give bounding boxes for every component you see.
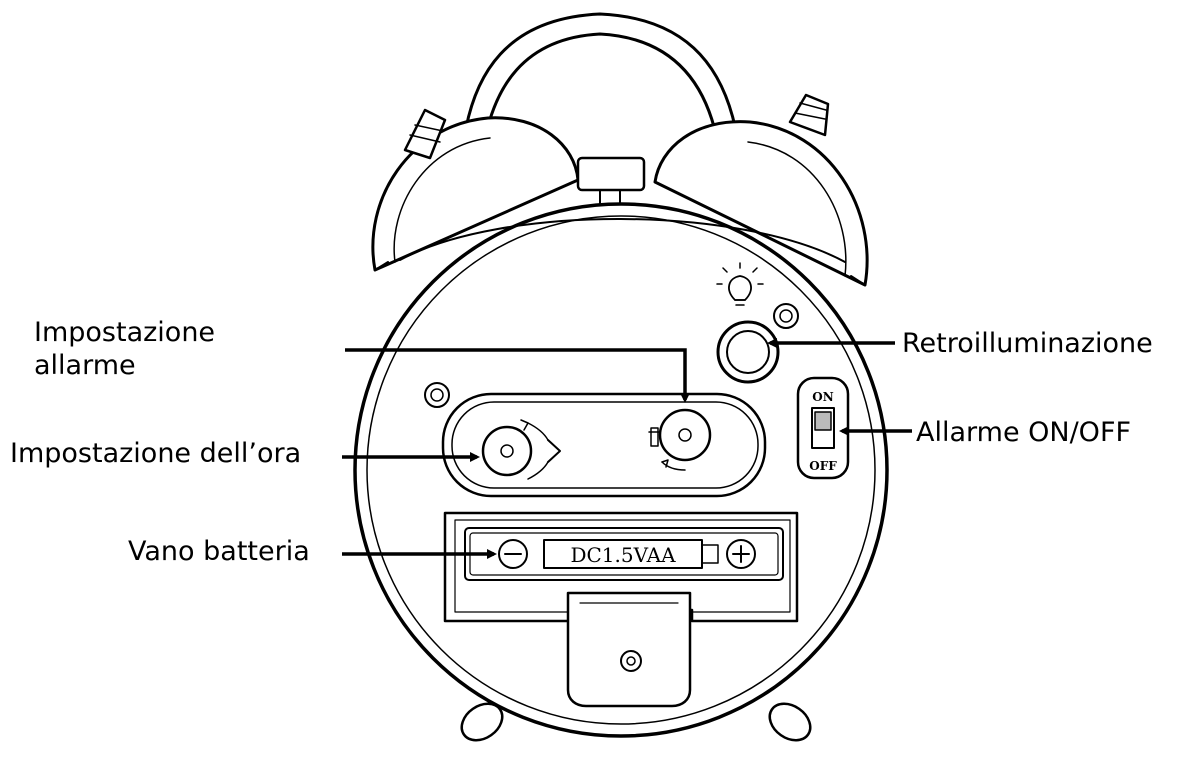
screw-right <box>773 303 799 329</box>
right-bell <box>653 120 869 287</box>
hammer <box>576 156 646 206</box>
alarm-setting-label-line1: Impostazione <box>34 317 216 348</box>
switch-on-text: ON <box>812 390 833 404</box>
screw-left <box>424 382 450 408</box>
battery-compartment-label: Vano batteria <box>128 536 310 567</box>
backlight-label: Retroilluminazione <box>902 328 1153 359</box>
battery-cover-tab <box>566 591 692 708</box>
time-setting-label: Impostazione dell’ora <box>10 438 302 469</box>
alarm-setting-label-line2: allarme <box>34 350 136 381</box>
right-bell-nut <box>788 93 830 137</box>
clock-feet <box>460 702 812 742</box>
clock-body <box>353 202 889 738</box>
alarm-setting-label: Impostazione allarme <box>34 316 215 382</box>
battery-text: DC1.5VAA <box>570 543 676 567</box>
clock-handle <box>460 12 742 158</box>
alarm-setting-arrow <box>345 348 690 403</box>
alarm-switch-label: Allarme ON/OFF <box>916 417 1131 448</box>
left-bell-nut <box>403 108 447 160</box>
time-setting-knob <box>481 419 561 480</box>
switch-off-text: OFF <box>809 459 837 473</box>
backlight-button <box>716 320 780 384</box>
alarm-setting-knob <box>648 408 712 471</box>
bulb-icon <box>716 262 764 306</box>
knob-plate <box>441 392 767 498</box>
